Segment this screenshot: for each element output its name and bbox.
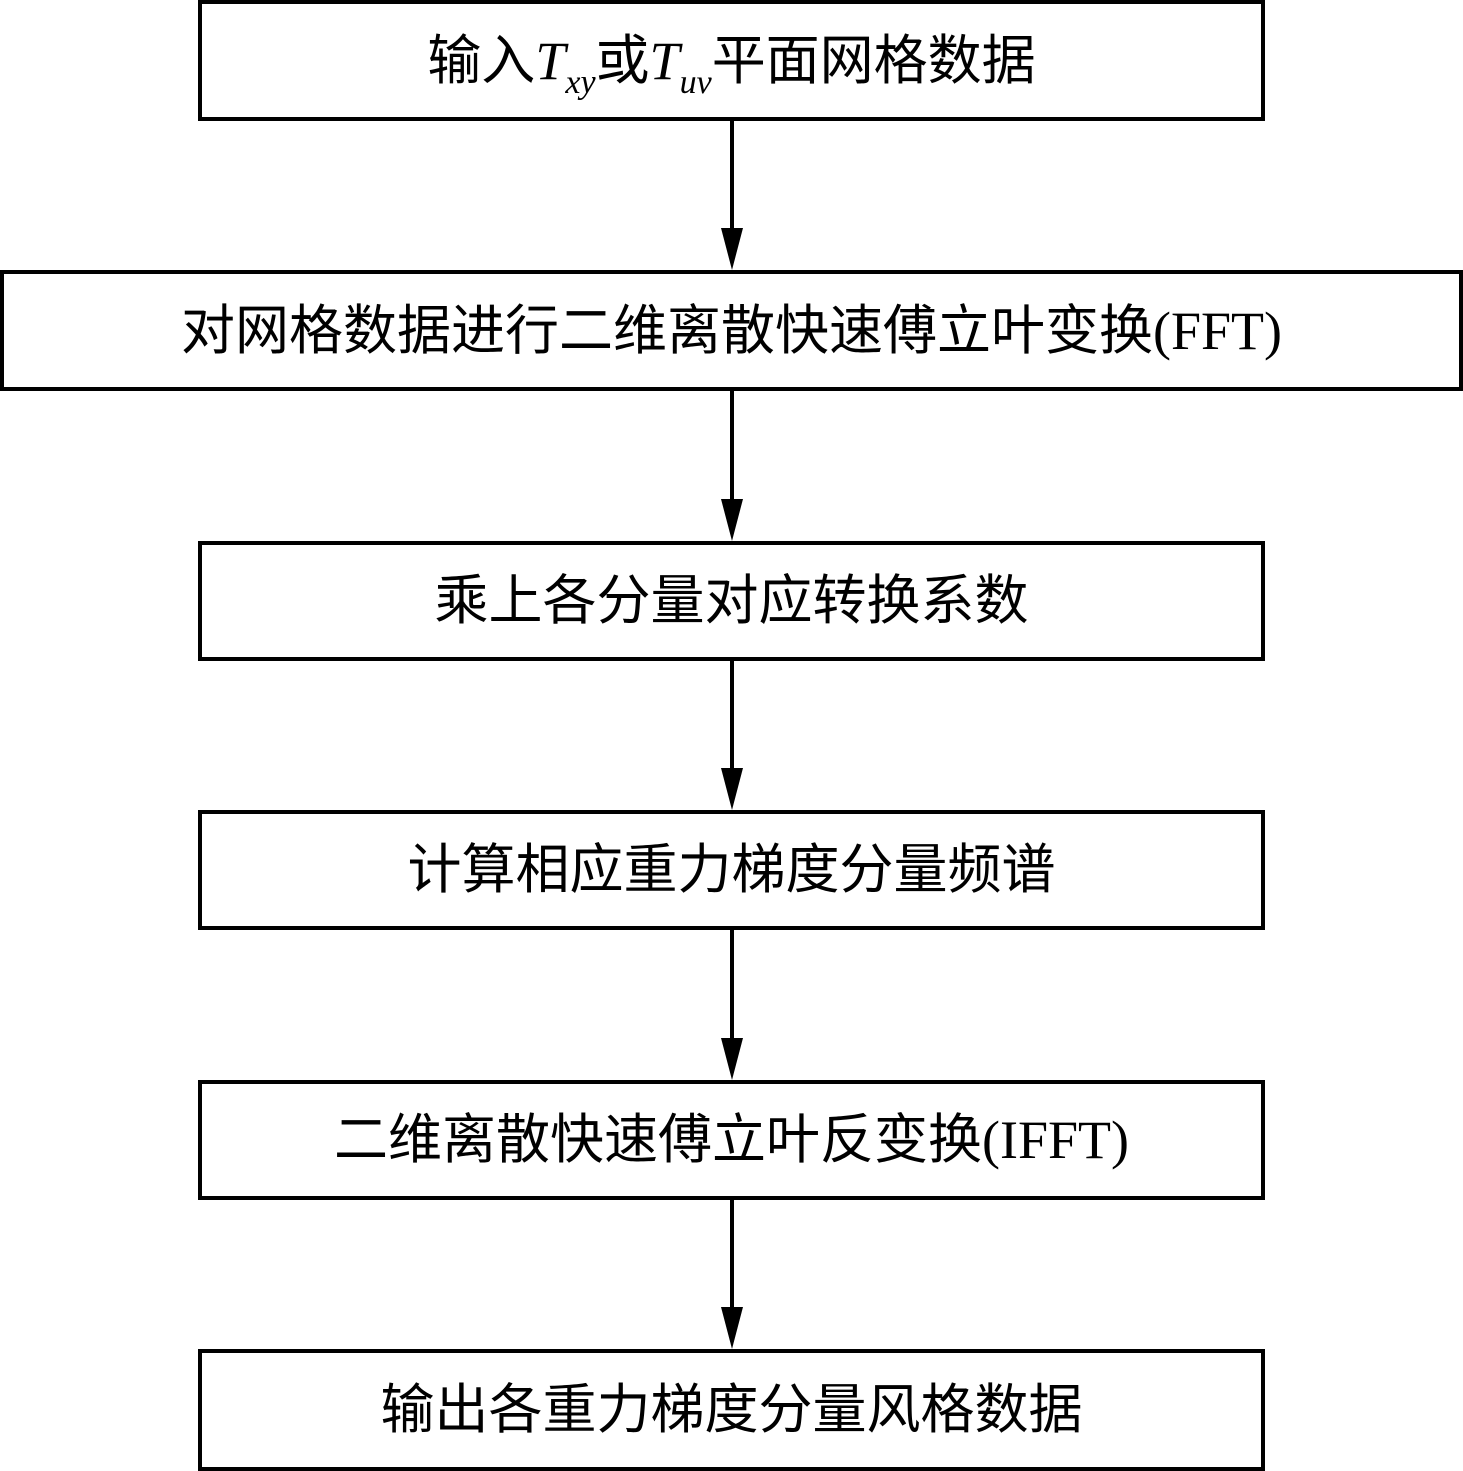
- step-1-connector: 或: [595, 28, 650, 92]
- arrow-2-to-3: [721, 391, 743, 541]
- step-1-prefix: 输入: [427, 28, 536, 92]
- arrow-3-to-4: [721, 661, 743, 810]
- step-5-box: 二维离散快速傅立叶反变换(IFFT): [198, 1080, 1265, 1200]
- step-4-text: 计算相应重力梯度分量频谱: [407, 838, 1056, 901]
- arrow-4-to-5: [721, 930, 743, 1080]
- step-3-text: 乘上各分量对应转换系数: [434, 569, 1029, 632]
- step-4-box: 计算相应重力梯度分量频谱: [198, 810, 1265, 930]
- arrow-5-to-6: [721, 1200, 743, 1349]
- step-5-abbr: (IFFT): [982, 1110, 1129, 1170]
- step-1-var-2: Tuv: [649, 30, 712, 101]
- step-6-text: 输出各重力梯度分量风格数据: [380, 1378, 1083, 1441]
- step-1-var-1: Txy: [535, 30, 596, 101]
- step-3-box: 乘上各分量对应转换系数: [198, 541, 1265, 661]
- step-1-sub-2: uv: [679, 63, 712, 101]
- step-2-abbr: (FFT): [1152, 300, 1282, 361]
- step-1-sub-1: xy: [565, 63, 596, 101]
- step-2-text: 对网格数据进行二维离散快速傅立叶变换: [180, 298, 1153, 362]
- step-6-box: 输出各重力梯度分量风格数据: [198, 1349, 1265, 1471]
- step-1-suffix: 平面网格数据: [711, 28, 1036, 92]
- step-2-box: 对网格数据进行二维离散快速傅立叶变换(FFT): [0, 270, 1463, 391]
- step-5-text: 二维离散快速傅立叶反变换: [334, 1108, 982, 1171]
- arrow-1-to-2: [721, 121, 743, 270]
